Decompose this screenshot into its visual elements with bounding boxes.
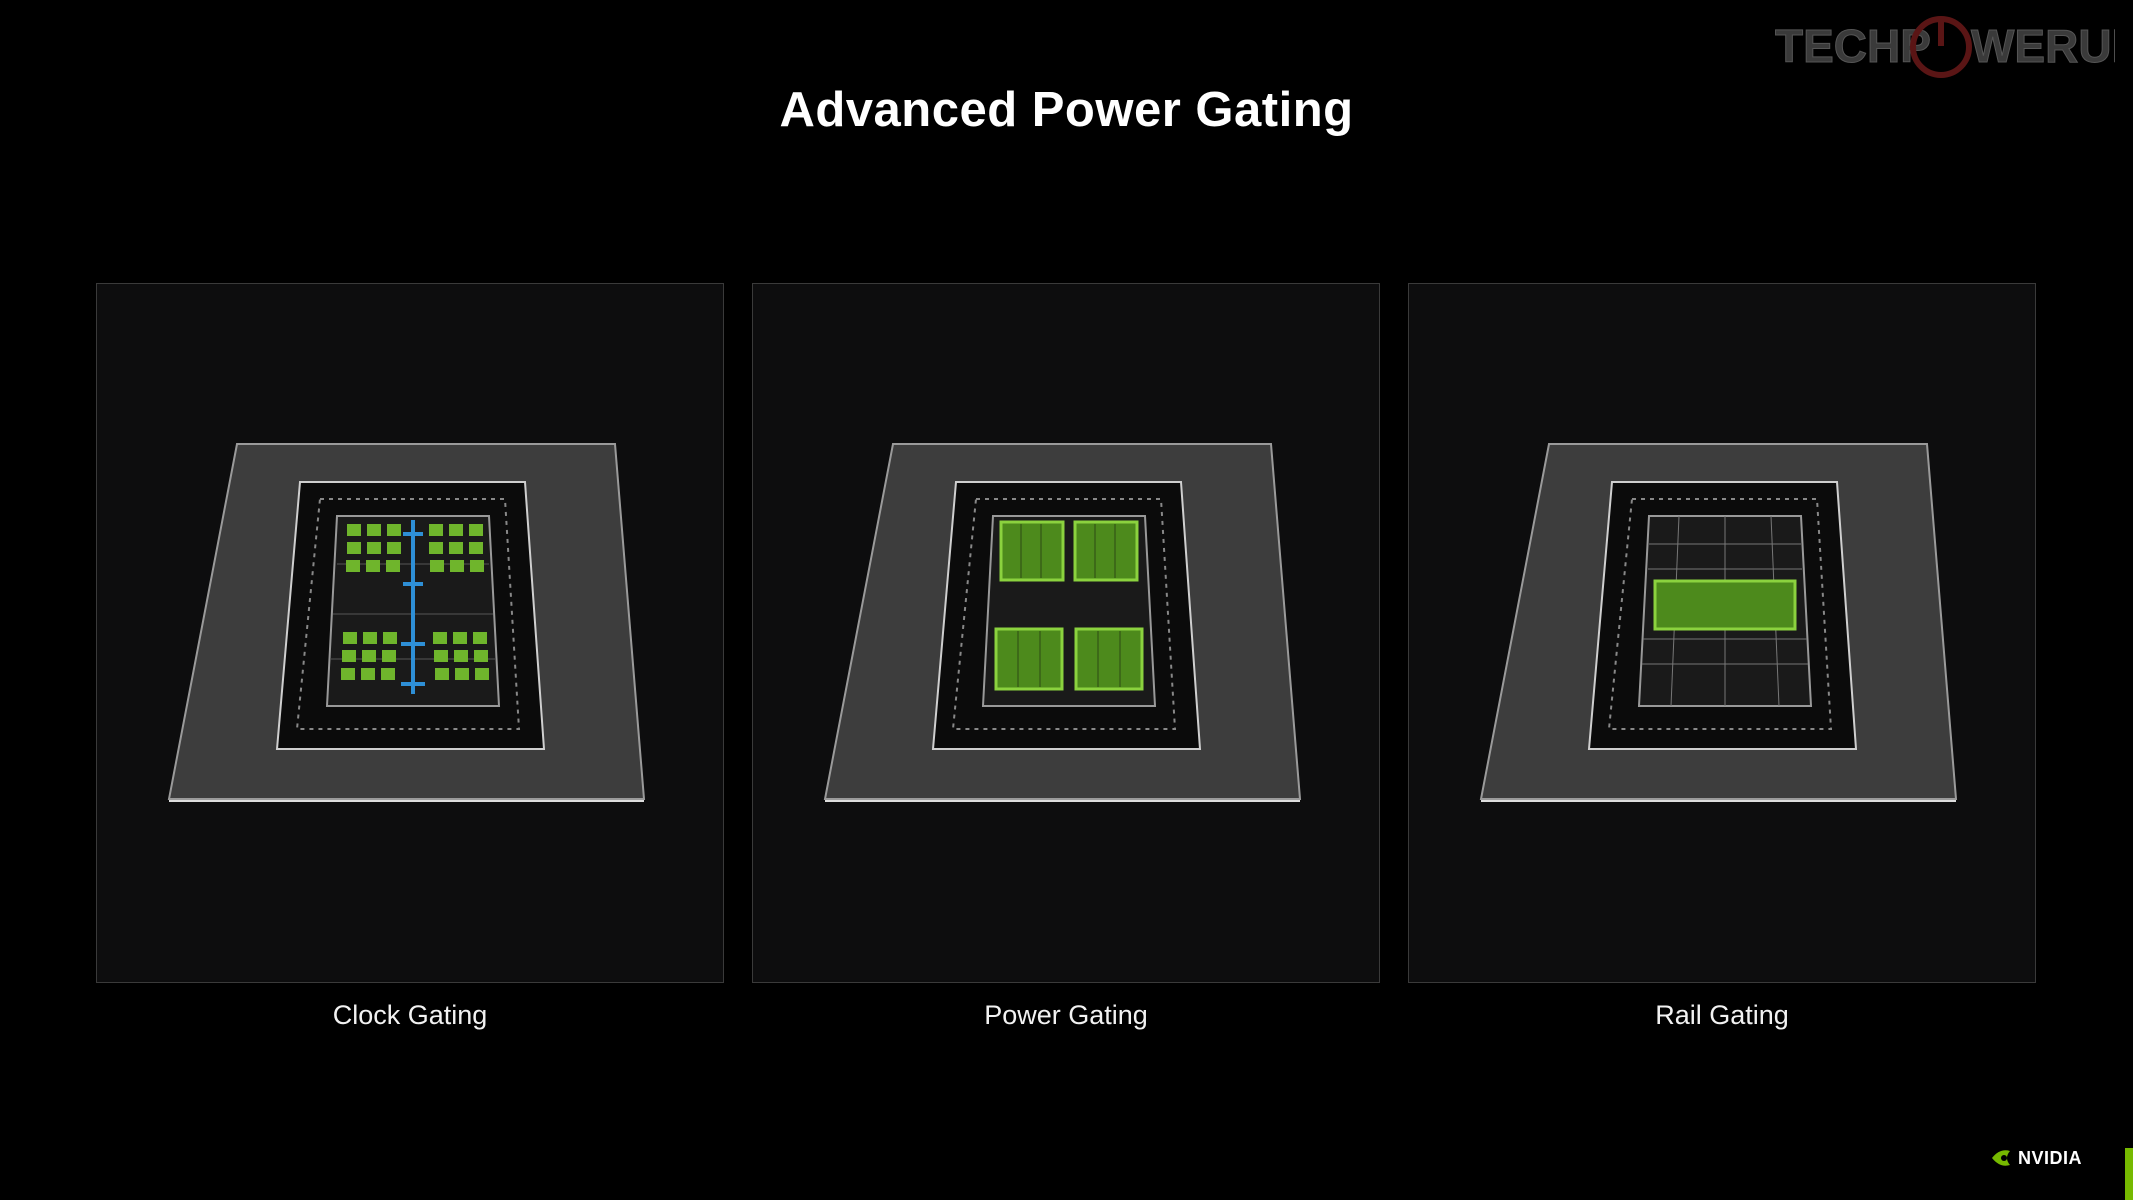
clock-tree <box>401 520 425 694</box>
rail-gated-band <box>1653 579 1797 631</box>
clock-gating-panel <box>96 283 724 983</box>
rail-gating-caption: Rail Gating <box>1655 1000 1789 1030</box>
nvidia-brand-text: NVIDIA <box>2018 1148 2083 1168</box>
clock-gated-units <box>341 524 489 680</box>
power-gated-blocks <box>994 520 1144 691</box>
techpowerup-watermark-logo: TECHP WERUP <box>1775 16 2115 78</box>
svg-text:TECHP: TECHP <box>1775 20 1931 72</box>
clock-gating-caption: Clock Gating <box>332 1000 488 1030</box>
nvidia-eye-icon <box>1992 1150 2010 1166</box>
chip-diagram-clock-gating <box>167 443 646 802</box>
svg-text:WERUP: WERUP <box>1971 20 2115 72</box>
chip-diagram-power-gating <box>823 443 1302 802</box>
power-gating-caption: Power Gating <box>984 1000 1148 1030</box>
green-accent-bar <box>2125 1148 2133 1200</box>
power-gating-panel <box>752 283 1380 983</box>
chip-diagram-rail-gating <box>1479 443 1958 802</box>
slide-title: Advanced Power Gating <box>779 83 1354 137</box>
rail-gating-panel <box>1408 283 2036 983</box>
